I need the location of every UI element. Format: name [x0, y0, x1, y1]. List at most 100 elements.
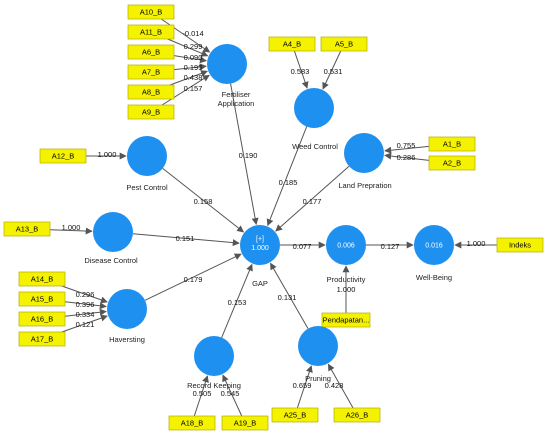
indicator-label: A26_B: [346, 411, 369, 420]
indicator-box[interactable]: [271, 407, 319, 423]
outer-weight: 0.545: [221, 389, 240, 398]
outer-weight: 1.000: [467, 239, 486, 248]
indicator-edge: [169, 70, 208, 86]
indicator-label: A2_B: [443, 159, 461, 168]
indicator-label: A6_B: [142, 48, 160, 57]
indicator-label: A15_B: [31, 295, 54, 304]
construct-pruning[interactable]: [298, 326, 338, 366]
path-edge-disease-gap: [132, 233, 240, 247]
path-edge-land-gap: [275, 165, 350, 232]
indicator-label: Indeks: [509, 241, 531, 250]
indicator-label: A14_B: [31, 275, 54, 284]
outer-weight: 1.000: [62, 223, 81, 232]
indicator-label: A1_B: [443, 140, 461, 149]
construct-label: Pruning: [305, 374, 331, 383]
outer-weight: 1.000: [337, 285, 356, 294]
outer-weight: 0.438: [184, 73, 203, 82]
path-coefficient: 0.131: [278, 293, 297, 302]
indicator-label: A9_B: [142, 108, 160, 117]
indicator-box[interactable]: [18, 291, 66, 307]
path-coefficient: 0.190: [239, 151, 258, 160]
indicator-label: A8_B: [142, 88, 160, 97]
indicator-box[interactable]: [127, 104, 175, 120]
indicator-box[interactable]: [320, 36, 368, 52]
outer-weight: 0.583: [291, 67, 310, 76]
path-edge-fertiliser-gap: [230, 83, 259, 226]
indicator-box[interactable]: [127, 64, 175, 80]
indicator-edge: [49, 227, 93, 235]
construct-label: Productivity: [327, 275, 366, 284]
indicator-edge: [64, 308, 107, 317]
indicator-box[interactable]: [221, 415, 269, 431]
path-coefficient: 0.077: [293, 242, 312, 251]
indicator-edge: [293, 50, 309, 89]
construct-label: Land Prepration: [338, 181, 391, 190]
construct-marker[interactable]: [+]: [256, 236, 264, 243]
outer-weight: 0.659: [293, 381, 312, 390]
indicator-box[interactable]: [321, 312, 371, 328]
indicator-box[interactable]: [127, 24, 175, 40]
indicator-label: A25_B: [284, 411, 307, 420]
outer-weight: -0.014: [182, 29, 203, 38]
construct-disease[interactable]: [93, 212, 133, 252]
construct-pest[interactable]: [127, 136, 167, 176]
indicator-edge: [384, 145, 430, 154]
indicator-box[interactable]: [18, 311, 66, 327]
construct-r2: 0.006: [337, 243, 355, 250]
indicator-box[interactable]: [39, 148, 87, 164]
indicator-label: A5_B: [335, 40, 353, 49]
construct-productivity[interactable]: [326, 225, 366, 265]
indicator-box[interactable]: [168, 415, 216, 431]
indicator-box[interactable]: [127, 4, 175, 20]
path-coefficient: 0.127: [381, 242, 400, 251]
indicator-box[interactable]: [333, 407, 381, 423]
indicator-box[interactable]: [3, 221, 51, 237]
indicator-label: A13_B: [16, 225, 39, 234]
edges-layer: [49, 18, 497, 417]
indicator-edge: [161, 74, 210, 106]
indicator-edge: [64, 301, 107, 310]
indicator-label: A19_B: [234, 419, 257, 428]
construct-weed[interactable]: [294, 88, 334, 128]
outer-weight: 0.157: [184, 84, 203, 93]
indicator-box[interactable]: [127, 44, 175, 60]
indicator-edge: [327, 363, 354, 409]
indicator-box[interactable]: [428, 136, 476, 152]
outer-weight: 0.334: [76, 310, 95, 319]
indicator-box[interactable]: [428, 155, 476, 171]
nodes-layer: [3, 4, 544, 431]
construct-r2: 1.000: [251, 245, 269, 252]
construct-wellbeing[interactable]: [414, 225, 454, 265]
indicator-label: A17_B: [31, 335, 54, 344]
indicator-edge: [61, 314, 108, 333]
construct-record[interactable]: [194, 336, 234, 376]
indicator-box[interactable]: [127, 84, 175, 100]
path-edge-pruning-gap: [270, 262, 309, 329]
construct-label-line: Application: [218, 99, 255, 108]
construct-fertiliser[interactable]: [207, 44, 247, 84]
path-edge-record-gap: [221, 263, 253, 338]
indicator-box[interactable]: [496, 237, 544, 253]
outer-weight: 0.396: [76, 300, 95, 309]
construct-gap[interactable]: [240, 225, 280, 265]
construct-r2: 0.016: [425, 243, 443, 250]
path-coefficient: 0.158: [194, 197, 213, 206]
path-coefficient: 0.179: [184, 275, 203, 284]
indicator-edge: [160, 18, 211, 53]
outer-weight: 0.755: [397, 141, 416, 150]
indicator-label: A7_B: [142, 68, 160, 77]
indicator-label: A4_B: [283, 40, 301, 49]
indicator-label: A16_B: [31, 315, 54, 324]
construct-land[interactable]: [344, 133, 384, 173]
indicator-box[interactable]: [268, 36, 316, 52]
indicator-box[interactable]: [18, 271, 66, 287]
construct-label: Haversting: [109, 335, 145, 344]
construct-haversting[interactable]: [107, 289, 147, 329]
indicator-edge: [167, 38, 209, 57]
outer-weight: 1.000: [98, 150, 117, 159]
indicator-box[interactable]: [18, 331, 66, 347]
outer-weight: 0.531: [324, 67, 343, 76]
outer-weight: 0.286: [397, 153, 416, 162]
path-coefficient: 0.177: [303, 197, 322, 206]
path-edge-haversting-gap: [144, 253, 242, 301]
